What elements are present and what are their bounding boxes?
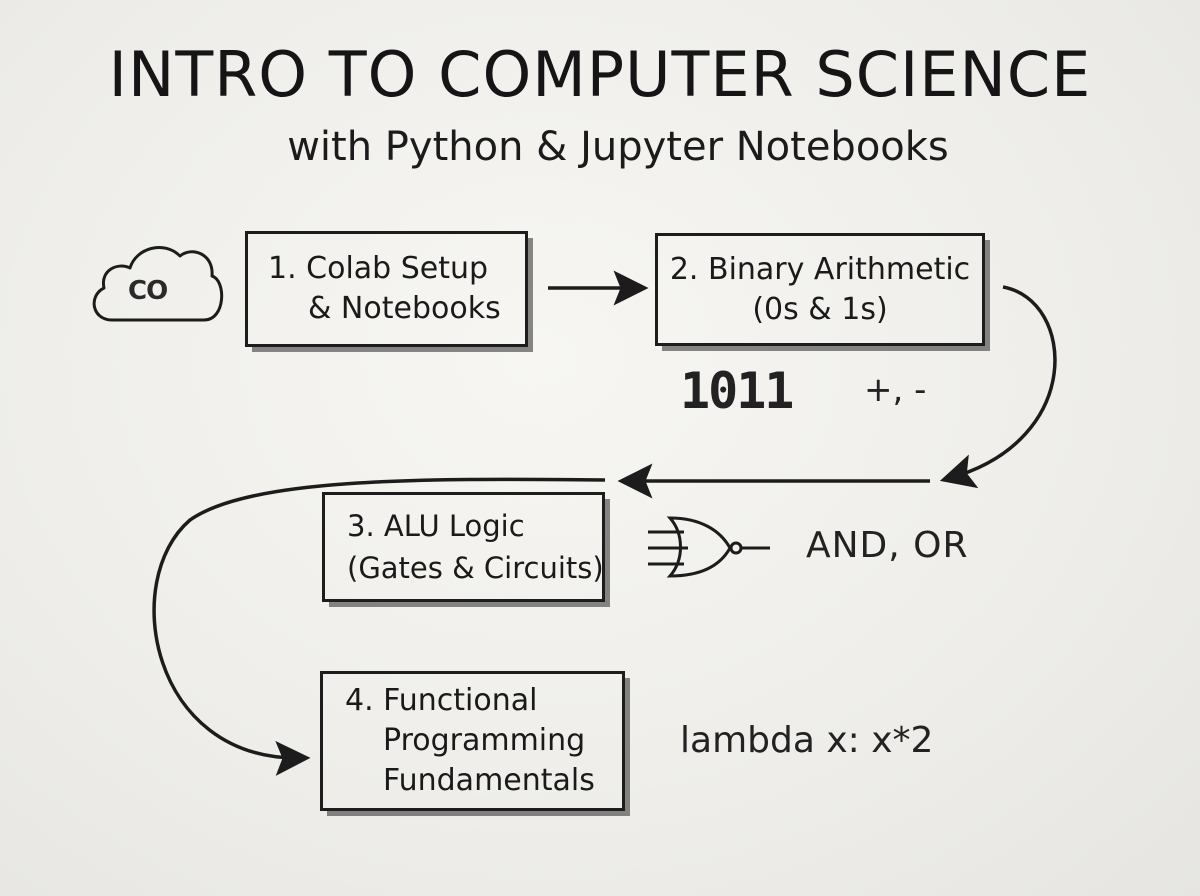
colab-logo-text: CO <box>128 276 168 306</box>
step-3-line-2: (Gates & Circuits) <box>347 551 604 585</box>
step-4-line-3: Fundamentals <box>383 763 595 798</box>
step-1-line-2: & Notebooks <box>308 291 501 326</box>
step-1-line-1: 1. Colab Setup <box>268 251 489 286</box>
step-2-line-2: (0s & 1s) <box>752 291 888 327</box>
step-1-box: 1. Colab Setup & Notebooks <box>245 231 528 347</box>
binary-ops: +, - <box>864 370 927 410</box>
page-title: INTRO TO COMPUTER SCIENCE <box>108 38 1092 111</box>
step-4-box: 4. Functional Programming Fundamentals <box>320 671 625 811</box>
step-3-box: 3. ALU Logic (Gates & Circuits) <box>322 492 605 602</box>
step-2-box: 2. Binary Arithmetic (0s & 1s) <box>655 233 985 346</box>
nor-gate-icon <box>648 516 770 578</box>
page-subtitle: with Python & Jupyter Notebooks <box>287 124 949 170</box>
arrow-step3-to-step4 <box>152 477 606 776</box>
gate-labels: AND, OR <box>806 525 969 566</box>
step-4-line-1: 4. Functional <box>345 683 538 718</box>
binary-example: 1011 <box>680 362 794 420</box>
arrow-step2-curve <box>939 285 1057 489</box>
colab-cloud-icon <box>92 246 224 322</box>
lambda-example: lambda x: x*2 <box>680 720 934 761</box>
step-3-line-1: 3. ALU Logic <box>347 509 525 543</box>
step-4-line-2: Programming <box>383 723 586 758</box>
step-2-line-1: 2. Binary Arithmetic <box>669 251 971 287</box>
